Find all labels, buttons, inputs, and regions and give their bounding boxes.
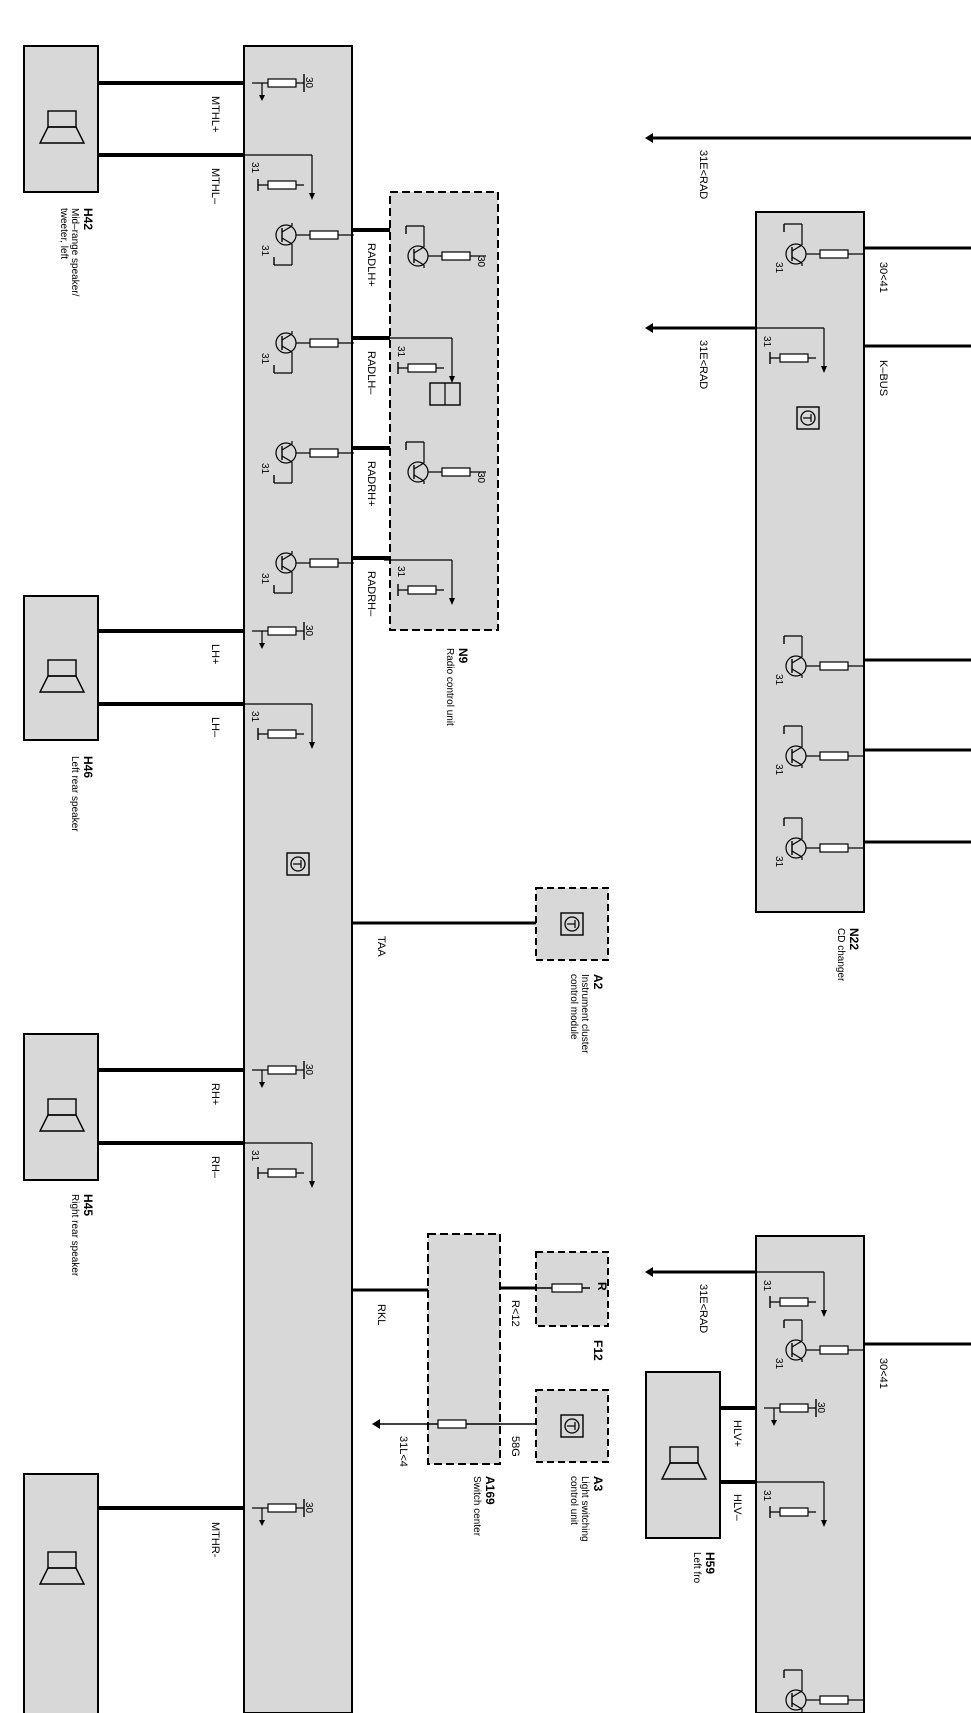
terminal-label-30: 30: [303, 77, 314, 89]
component-name-a3-2: control unit: [568, 1476, 579, 1525]
component-id-n22: N22: [847, 928, 861, 950]
wire-label-kbus: K–BUS: [877, 360, 889, 396]
wire-label-30-41-a: 30<41: [877, 262, 889, 293]
terminal-label-31: 31: [395, 566, 406, 578]
component-name-h42-2: tweeter, left: [58, 208, 69, 259]
wire-label-31l4: 31L<4: [397, 1436, 409, 1467]
fuse-terminal-r: R: [595, 1282, 609, 1291]
radio-control-unit-n9: [389, 191, 499, 631]
wire-label-radlh-plus: RADLH+: [365, 243, 377, 287]
terminal-label-30: 30: [475, 472, 486, 484]
wire-label-lh-minus: LH–: [209, 717, 221, 738]
terminal-label-31: 31: [773, 674, 784, 686]
terminal-label-30: 30: [475, 256, 486, 268]
fuse-icon: [551, 1283, 583, 1293]
wire-label-radlh-minus: RADLH–: [365, 351, 377, 395]
speaker-right-front: [23, 1473, 99, 1713]
component-name-a2-2: control module: [568, 974, 579, 1040]
component-name-h42-1: Mid–range speaker/: [69, 208, 80, 297]
component-id-f12: F12: [591, 1340, 605, 1361]
amplifier-module-bottom-right: [755, 1235, 865, 1713]
wire-label-30-41-b: 30<41: [877, 1358, 889, 1389]
wire-label-31erad-1: 31E<RAD: [697, 150, 709, 199]
component-id-h45: H45: [81, 1194, 95, 1216]
terminal-label-31: 31: [761, 1490, 772, 1502]
wire-label-hlv-minus: HLV–: [731, 1494, 743, 1522]
component-name-a2-1: Instrument cluster: [579, 974, 590, 1054]
terminal-label-31: 31: [761, 1280, 772, 1292]
terminal-label-30: 30: [815, 1402, 826, 1414]
terminal-label-30: 30: [303, 1502, 314, 1514]
component-id-a2: A2: [591, 974, 605, 990]
wire-label-rkl: RKL: [375, 1304, 387, 1325]
speaker-h42: [23, 45, 99, 193]
main-module-block: [243, 45, 353, 1713]
wire-label-rh-minus: RH–: [209, 1156, 221, 1179]
component-name-a169: Switch center: [471, 1476, 482, 1537]
terminal-label-30: 30: [303, 1064, 314, 1076]
wire-label-58g: 58G: [509, 1436, 521, 1457]
terminal-label-31: 31: [395, 346, 406, 358]
component-name-h45: Right rear speaker: [69, 1194, 80, 1277]
terminal-label-31: 31: [773, 262, 784, 274]
component-id-a169: A169: [483, 1476, 497, 1505]
wire-label-hlv-plus: HLV+: [731, 1420, 743, 1447]
terminal-label-31: 31: [249, 1150, 260, 1162]
wire-label-mthl-plus: MTHL+: [209, 96, 221, 132]
component-id-h46: H46: [81, 756, 95, 778]
wire-label-mthr: MTHR-: [209, 1522, 221, 1558]
component-name-n9: Radio control unit: [444, 648, 455, 726]
component-name-n22: CD changer: [835, 928, 846, 982]
component-id-h59: H59: [703, 1552, 717, 1574]
speaker-h59: [645, 1371, 721, 1539]
terminal-label-30: 30: [303, 625, 314, 637]
terminal-label-31: 31: [259, 353, 270, 365]
wire-label-31erad-3: 31E<RAD: [697, 1284, 709, 1333]
terminal-label-31: 31: [761, 336, 772, 348]
wire-label-taa: TAA: [375, 936, 387, 957]
wire-label-r12: R<12: [509, 1300, 521, 1327]
resistor-icon: [437, 1419, 467, 1429]
speaker-h45: [23, 1033, 99, 1181]
wire-label-31erad-2: 31E<RAD: [697, 340, 709, 389]
terminal-label-31: 31: [773, 856, 784, 868]
wire-label-radrh-plus: RADRH+: [365, 461, 377, 507]
switch-center-a169: [427, 1233, 501, 1465]
cd-changer-n22: [755, 211, 865, 913]
terminal-label-31: 31: [773, 764, 784, 776]
wire-label-rh-plus: RH+: [209, 1083, 221, 1105]
wire-label-mthl-minus: MTHL–: [209, 168, 221, 205]
component-id-n9: N9: [456, 648, 470, 664]
terminal-label-31: 31: [249, 162, 260, 174]
component-name-h46: Left rear speaker: [69, 756, 80, 832]
terminal-label-31: 31: [259, 573, 270, 585]
wire-label-radrh-minus: RADRH–: [365, 571, 377, 617]
terminal-label-31: 31: [249, 711, 260, 723]
component-name-a3-1: Light switching: [579, 1476, 590, 1542]
radio-icon: [429, 382, 461, 406]
terminal-label-31: 31: [259, 245, 270, 257]
component-id-h42: H42: [81, 208, 95, 230]
component-id-a3: A3: [591, 1476, 605, 1492]
component-name-h59: Left fro: [691, 1552, 702, 1584]
wire-label-lh-plus: LH+: [209, 644, 221, 665]
terminal-label-31: 31: [773, 1358, 784, 1370]
terminal-label-31: 31: [259, 463, 270, 475]
speaker-h46: [23, 595, 99, 741]
